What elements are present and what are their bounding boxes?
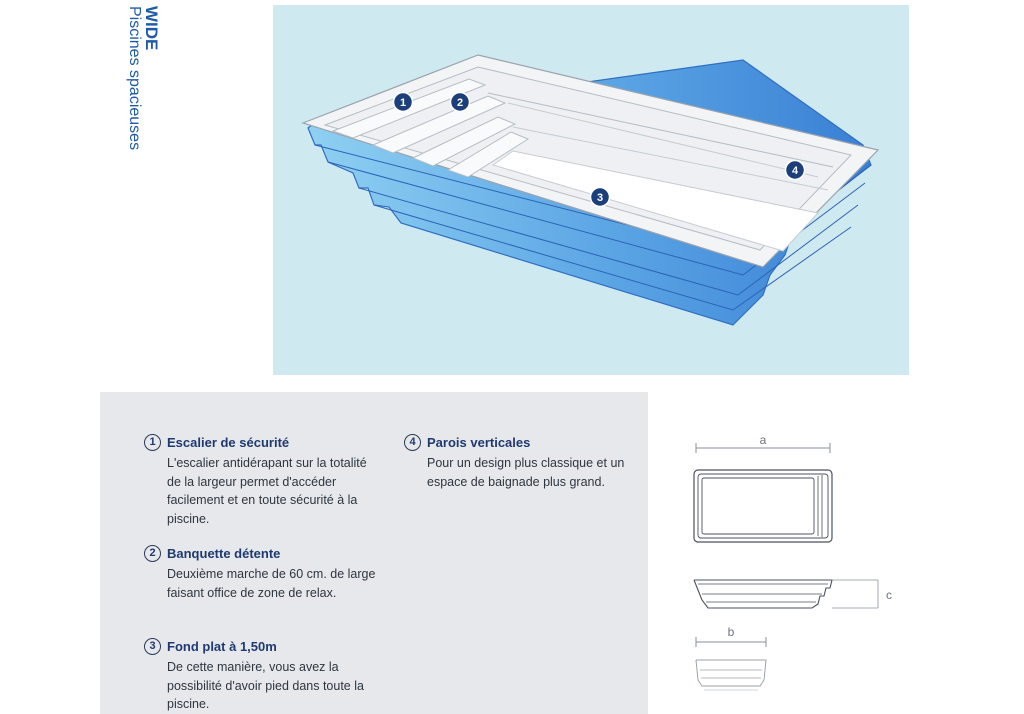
marker-1: 1 <box>392 91 414 113</box>
marker-4: 4 <box>784 159 806 181</box>
feature-number: 1 <box>144 434 161 451</box>
model-subtitle: Piscines spacieuses <box>126 6 143 151</box>
bench-line <box>487 92 834 168</box>
feature-description: Pour un design plus classique et un espa… <box>427 456 625 489</box>
feature-description: L'escalier antidérapant sur la totalité … <box>167 456 367 526</box>
svg-text:1: 1 <box>400 97 406 109</box>
dimension-schematics: a c b <box>688 430 908 700</box>
bench-line <box>507 102 819 178</box>
pool-drawing: 1 2 3 4 <box>301 54 880 326</box>
vertical-title: WIDE Piscines spacieuses <box>126 6 161 176</box>
feature-number: 2 <box>144 545 161 562</box>
feature-number: 4 <box>404 434 421 451</box>
pool-ledge <box>358 187 859 296</box>
marker-2: 2 <box>449 91 471 113</box>
svg-text:2: 2 <box>457 97 463 109</box>
feature-title: Parois verticales <box>427 435 531 450</box>
feature-description: Deuxième marche de 60 cm. de large faisa… <box>167 567 376 600</box>
bench-line <box>512 126 829 191</box>
feature-title: Banquette détente <box>167 546 281 561</box>
stair-step <box>411 116 517 167</box>
end-view: b <box>695 625 767 691</box>
top-view: a <box>693 433 833 543</box>
dimension-a-label: a <box>760 433 767 447</box>
svg-text:4: 4 <box>792 165 799 177</box>
dimension-b-label: b <box>728 625 735 639</box>
feature-number: 3 <box>144 638 161 655</box>
svg-text:3: 3 <box>597 192 603 204</box>
pool-ledge <box>373 204 852 311</box>
stair-step <box>446 131 530 178</box>
feature-description: De cette manière, vous avez la possibili… <box>167 660 364 711</box>
feature-title: Escalier de sécurité <box>167 435 290 450</box>
side-view: c <box>693 579 892 609</box>
model-title: WIDE <box>142 6 161 51</box>
dimension-drawing: a c b <box>693 433 892 691</box>
pool-bottom <box>491 150 819 252</box>
marker-3: 3 <box>589 186 611 208</box>
feature-title: Fond plat à 1,50m <box>167 639 277 654</box>
stair-step <box>371 95 507 154</box>
dimension-c-label: c <box>886 588 892 602</box>
pool-ledge <box>327 161 866 276</box>
features-panel: 1 Escalier de sécurité L'escalier antidé… <box>100 392 648 714</box>
pool-illustration: 1 2 3 4 <box>273 5 909 375</box>
